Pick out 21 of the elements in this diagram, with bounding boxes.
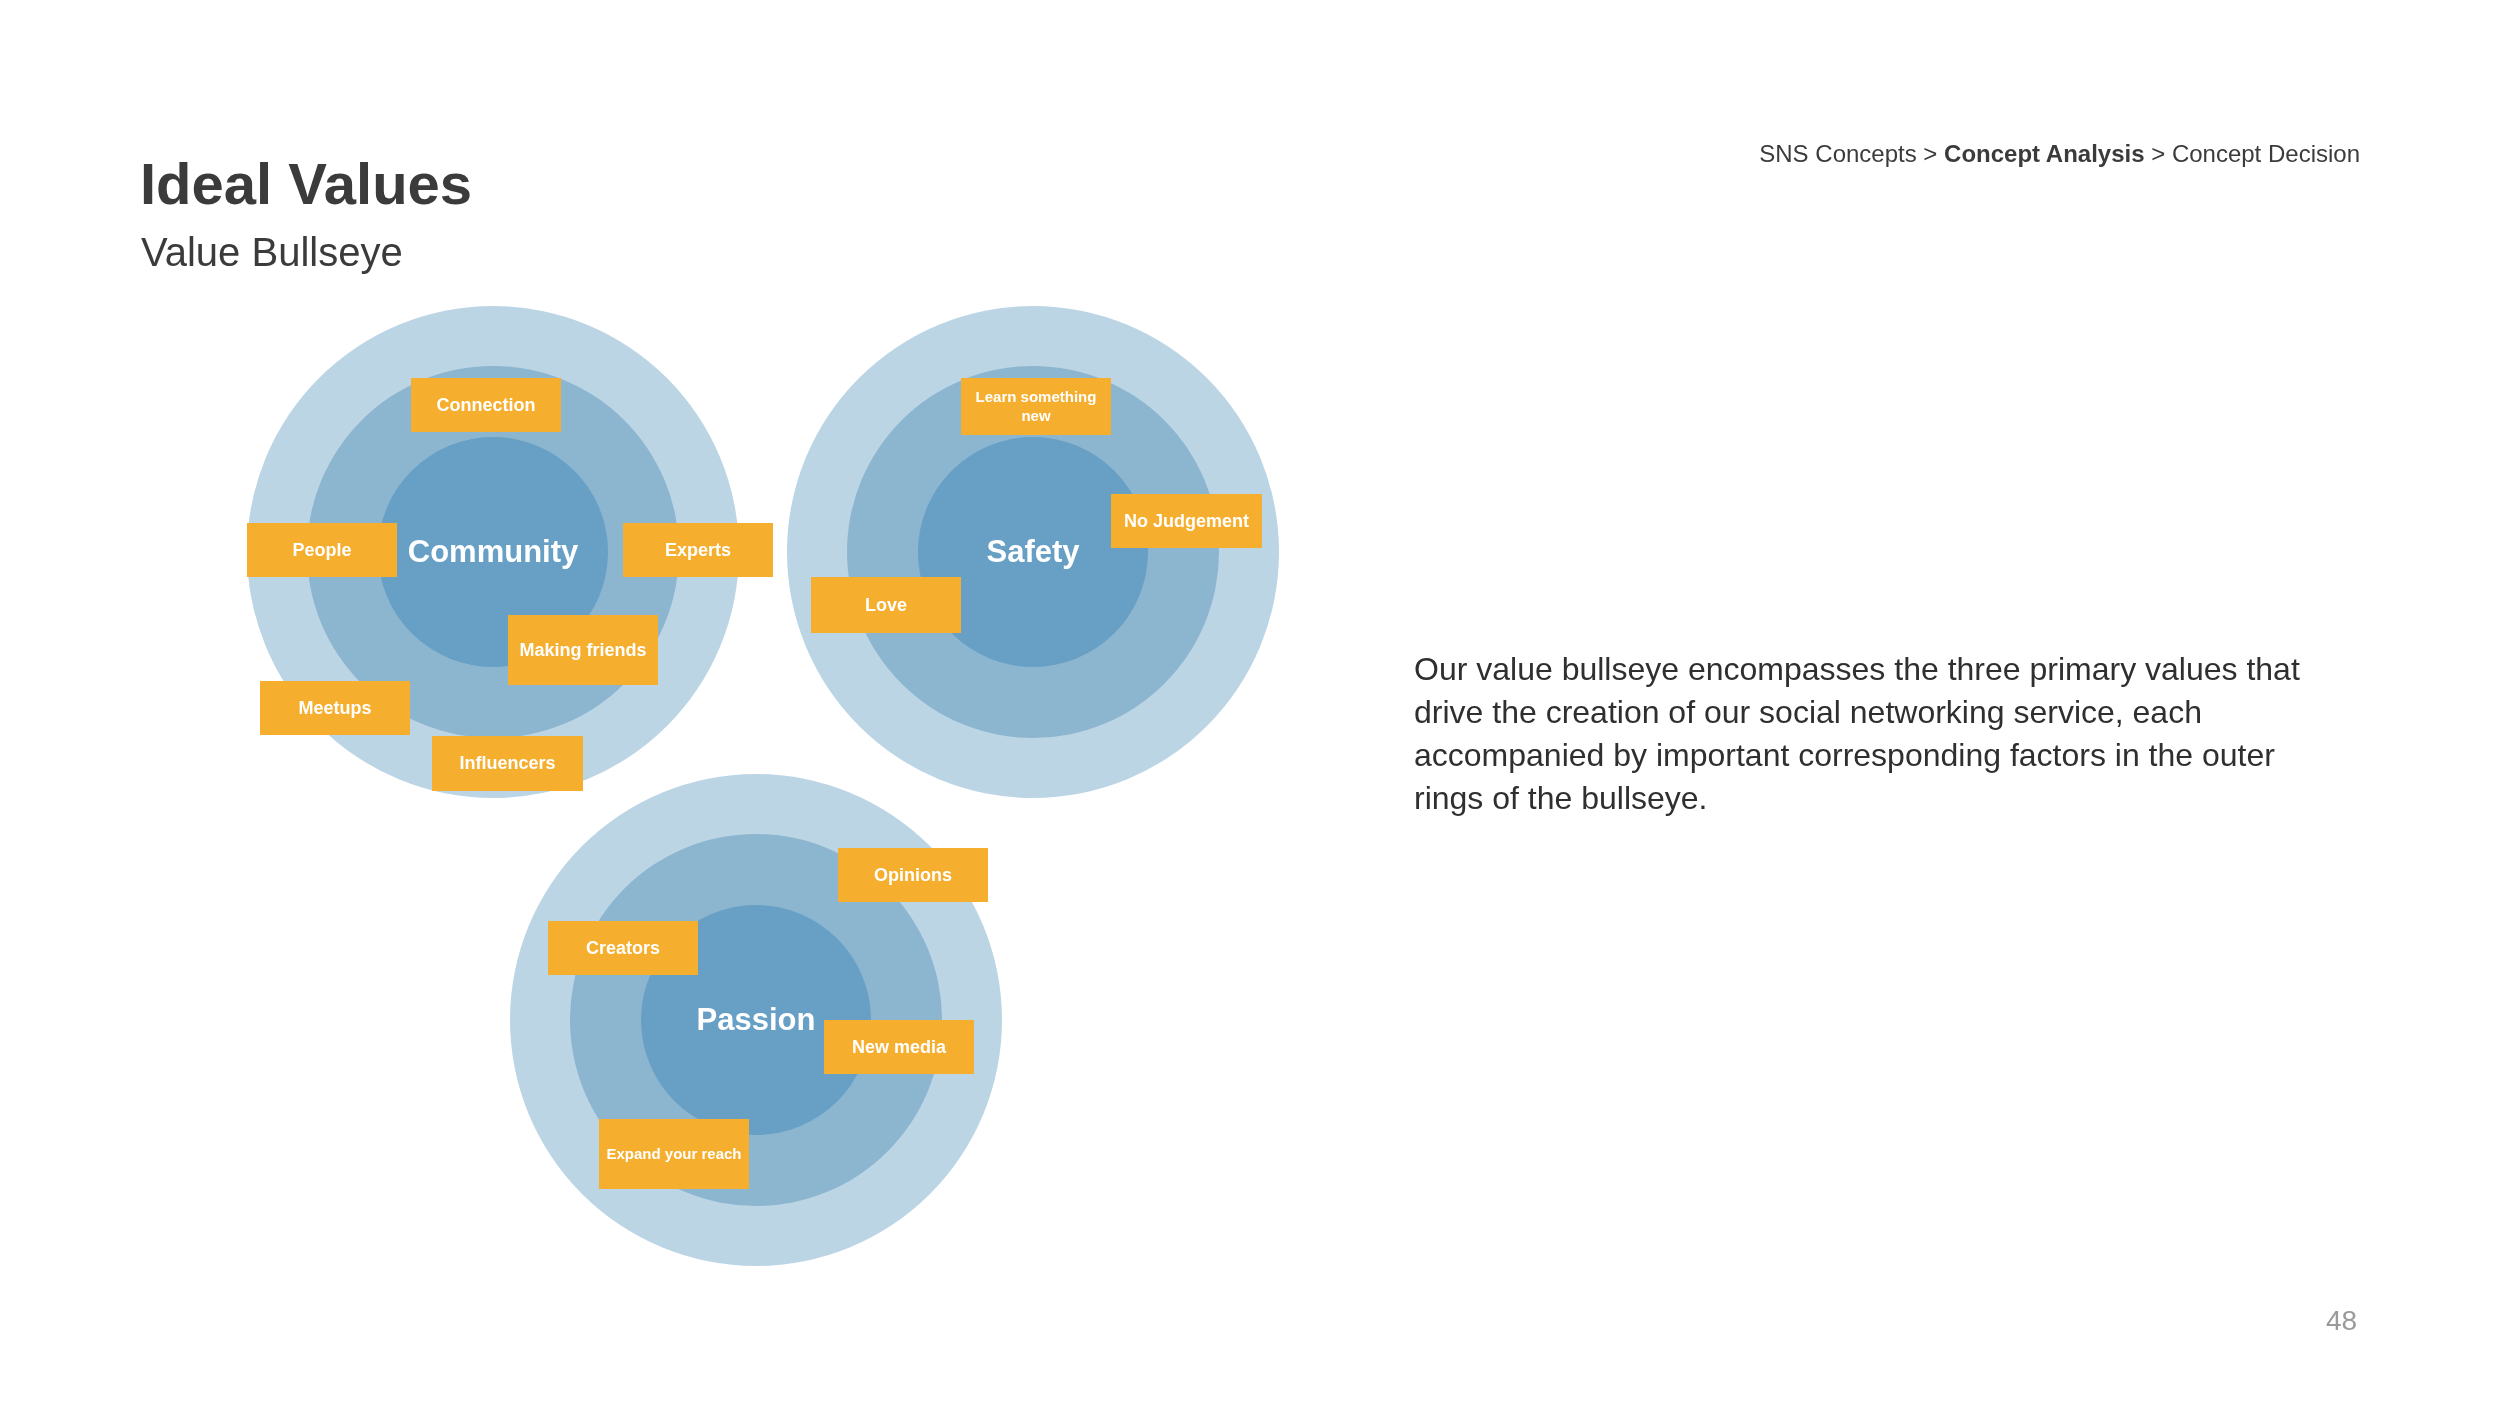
factor-tag: Love — [811, 577, 961, 633]
factor-tag: Making friends — [508, 615, 658, 685]
factor-tag: No Judgement — [1111, 494, 1262, 548]
factor-tag: Experts — [623, 523, 773, 577]
value-title: Safety — [986, 534, 1080, 570]
breadcrumb: SNS Concepts > Concept Analysis > Concept Decision — [1759, 140, 2360, 168]
factor-tag: People — [247, 523, 397, 577]
value-title: Community — [407, 534, 579, 570]
page-number: 48 — [2326, 1305, 2358, 1337]
factor-tag: Connection — [411, 378, 561, 432]
factor-tag: Opinions — [838, 848, 988, 902]
value-title: Passion — [696, 1002, 816, 1038]
page-title: Ideal Values — [140, 150, 473, 217]
factor-tag: Learn something new — [961, 378, 1111, 435]
factor-tag: Creators — [548, 921, 698, 975]
factor-tag: Meetups — [260, 681, 410, 735]
description-paragraph: Our value bullseye encompasses the three primary values that drive the creation of our social networking service, each accompanied by important corresponding factors in the outer rings of the bullseye. — [1414, 650, 2301, 818]
factor-tag: New media — [824, 1020, 974, 1074]
factor-tag: Influencers — [432, 736, 583, 791]
factor-tag: Expand your reach — [599, 1119, 749, 1189]
page-subtitle: Value Bullseye — [141, 230, 403, 275]
